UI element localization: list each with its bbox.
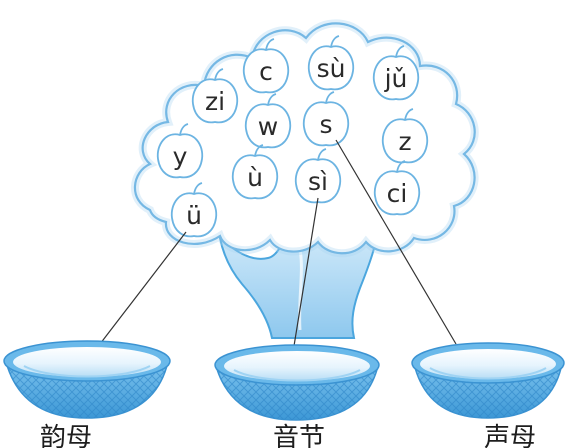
line-si-to-yinjie xyxy=(293,197,319,347)
apple-zi-label: zi xyxy=(205,87,225,116)
apple-zi[interactable]: zi xyxy=(191,68,239,124)
apple-ju-label: jǔ xyxy=(384,64,408,93)
apple-w-label: w xyxy=(258,112,278,141)
apple-si-label: sì xyxy=(308,167,328,196)
apple-c[interactable]: c xyxy=(242,38,290,94)
apple-su[interactable]: sù xyxy=(307,35,355,91)
apple-su-label: sù xyxy=(317,54,346,83)
apple-z-label: z xyxy=(398,127,411,156)
apple-u-umlaut[interactable]: ü xyxy=(170,182,218,238)
apple-w[interactable]: w xyxy=(244,93,292,149)
apple-y-label: y xyxy=(173,142,188,171)
line-u-umlaut-to-yunmu xyxy=(99,231,187,345)
apple-s[interactable]: s xyxy=(302,91,350,147)
apple-s-label: s xyxy=(319,110,332,139)
apple-u[interactable]: ù xyxy=(231,144,279,200)
basket-shengmu-label: 声母 xyxy=(484,423,536,448)
basket-yinjie-label: 音节 xyxy=(273,423,325,448)
apple-y[interactable]: y xyxy=(156,123,204,179)
apple-u-umlaut-label: ü xyxy=(186,201,202,230)
basket-yinjie[interactable]: 音节 xyxy=(214,344,380,448)
apple-z[interactable]: z xyxy=(381,108,429,164)
basket-yunmu-label: 韵母 xyxy=(40,423,92,448)
apple-ju[interactable]: jǔ xyxy=(372,45,420,101)
line-s-to-shengmu xyxy=(335,139,457,345)
apple-ci-label: ci xyxy=(387,179,408,208)
apple-ci[interactable]: ci xyxy=(373,160,421,216)
apple-c-label: c xyxy=(259,57,273,86)
basket-shengmu[interactable]: 声母 xyxy=(411,342,565,448)
apple-si[interactable]: sì xyxy=(294,148,342,204)
apple-u-label: ù xyxy=(247,163,263,192)
connection-lines xyxy=(99,139,457,347)
basket-yunmu[interactable]: 韵母 xyxy=(3,340,171,448)
